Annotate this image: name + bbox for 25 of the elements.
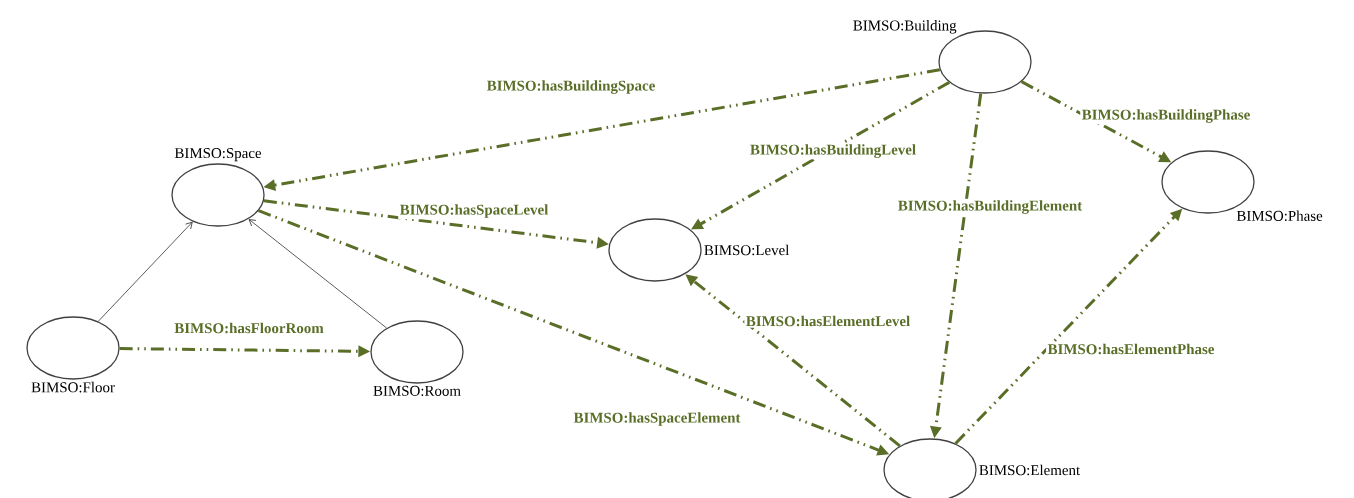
edge-label: BIMSO:hasElementPhase — [1046, 342, 1216, 356]
node-label: BIMSO:Phase — [1236, 210, 1323, 221]
node-label: BIMSO:Floor — [31, 381, 115, 393]
edge-label: BIMSO:hasBuildingSpace — [485, 78, 657, 96]
node-label: BIMSO:Room — [373, 385, 461, 396]
edge-label: BIMSO:hasBuildingElement — [896, 198, 1084, 216]
edge-label: BIMSO:hasBuildingPhase — [1080, 107, 1252, 125]
ellipse-node: BIMSO:Element — [883, 438, 1081, 498]
edge-label: BIMSO:hasElementLevel — [744, 314, 912, 328]
ellipse-node: BIMSO:Floor — [26, 316, 120, 393]
edge-label: BIMSO:hasSpaceElement — [572, 410, 742, 428]
edge-label: BIMSO:hasBuildingLevel — [748, 142, 918, 160]
ellipse-node: BIMSO:Room — [370, 320, 464, 396]
edge-label: BIMSO:hasSpaceLevel — [398, 202, 550, 220]
edge-label: BIMSO:hasFloorRoom — [172, 321, 326, 335]
arrow — [97, 221, 193, 322]
node-label: BIMSO:Level — [704, 244, 790, 256]
node-label: BIMSO:Space — [174, 148, 262, 162]
node-label: BIMSO:Building — [853, 20, 957, 34]
node-label: BIMSO:Element — [979, 464, 1081, 476]
ellipse-node: BIMSO:Level — [608, 218, 790, 282]
ellipse-node: BIMSO:Phase — [1161, 150, 1323, 221]
arrow — [248, 219, 387, 329]
ellipse-node: BIMSO:Building — [853, 20, 1032, 94]
ellipse-node: BIMSO:Space — [171, 148, 265, 227]
